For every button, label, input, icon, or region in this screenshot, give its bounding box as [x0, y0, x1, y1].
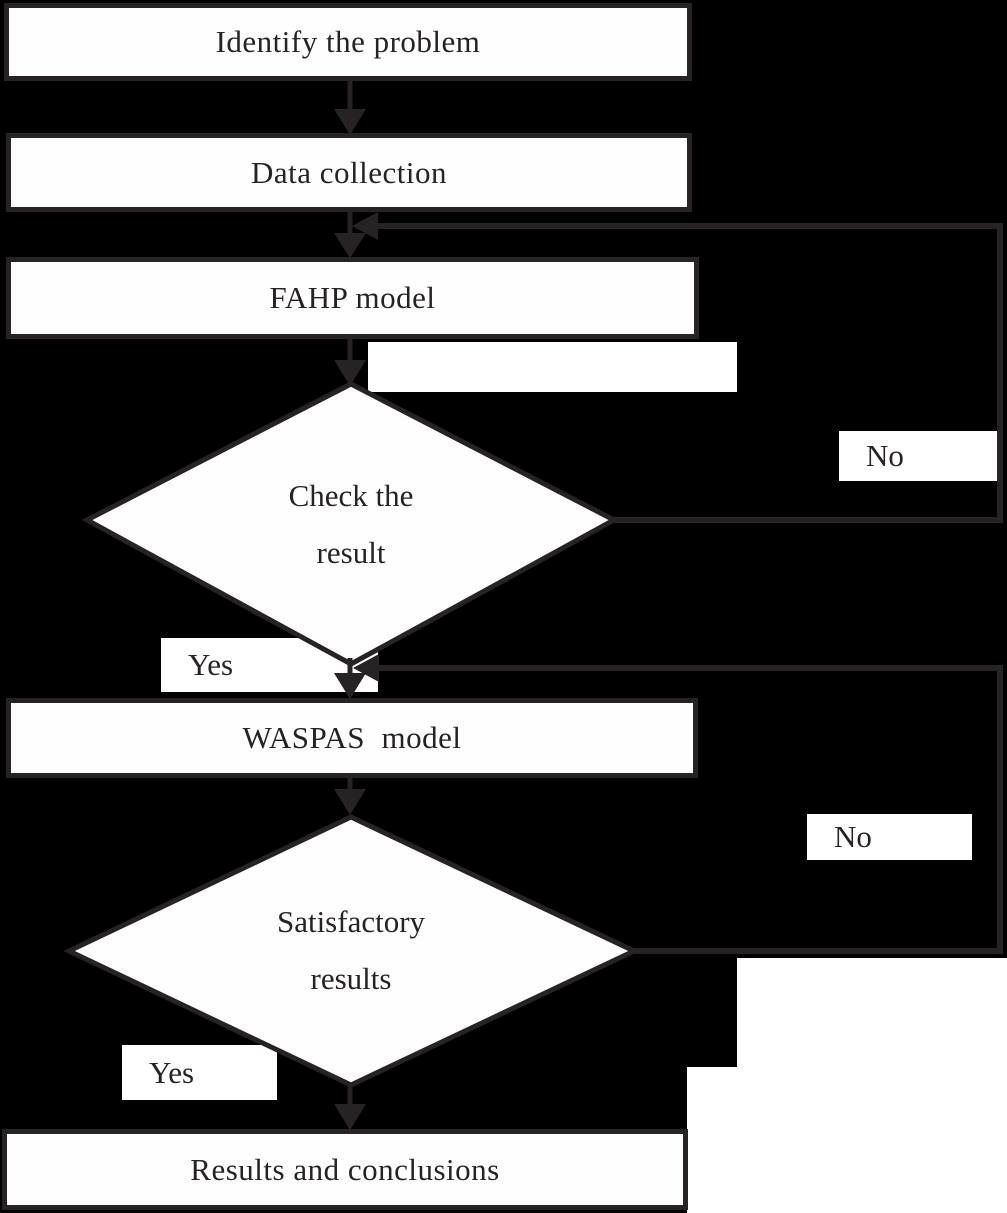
- decision-text-line: result: [316, 535, 386, 570]
- decision-satisfactory-text: Satisfactory results: [277, 893, 425, 1007]
- decision-text-line: Satisfactory: [276, 904, 426, 939]
- blank-white-rect: [368, 342, 737, 392]
- arrowhead-into-results: [334, 1104, 366, 1130]
- decision-text-line: Check the: [288, 478, 414, 513]
- no-label-text: No: [866, 438, 904, 473]
- decision-text-line: results: [310, 961, 392, 996]
- edge-label-no-waspas: No: [807, 814, 972, 860]
- arrowhead-left-into-waspas-junction: [353, 654, 379, 682]
- arrowhead-into-satisfactory: [334, 789, 366, 815]
- feedback-loop-check-no: [378, 223, 1003, 523]
- node-label: Identify the problem: [215, 24, 481, 59]
- corner-white-region-step: [687, 1067, 737, 1213]
- node-label: FAHP model: [269, 280, 436, 315]
- yes-label-text: Yes: [188, 647, 234, 682]
- node-label: Data collection: [251, 154, 447, 190]
- node-label: Results and conclusions: [190, 1151, 500, 1187]
- edge-label-no-fahp: No: [839, 431, 1003, 481]
- yes-label-text: Yes: [149, 1054, 195, 1090]
- node-waspas-model: WASPAS model: [6, 698, 698, 778]
- arrowhead-left-into-fahp-junction: [352, 212, 378, 240]
- node-identify-problem: Identify the problem: [4, 3, 692, 81]
- node-fahp-model: FAHP model: [6, 257, 699, 339]
- corner-white-region: [737, 958, 1007, 1213]
- arrowhead-into-fahp: [334, 233, 366, 258]
- edge-label-yes-waspas: Yes: [122, 1045, 277, 1100]
- feedback-loop-satisfactory-no: [379, 665, 1003, 954]
- no-label-text: No: [834, 819, 872, 854]
- arrowhead-into-check: [334, 360, 366, 386]
- arrowhead-into-waspas: [334, 673, 366, 699]
- node-results-conclusions: Results and conclusions: [2, 1129, 688, 1210]
- decision-check-text: Check the result: [289, 467, 414, 581]
- arrowhead-into-data: [334, 109, 366, 135]
- node-label: WASPAS model: [242, 720, 462, 755]
- node-data-collection: Data collection: [6, 133, 692, 212]
